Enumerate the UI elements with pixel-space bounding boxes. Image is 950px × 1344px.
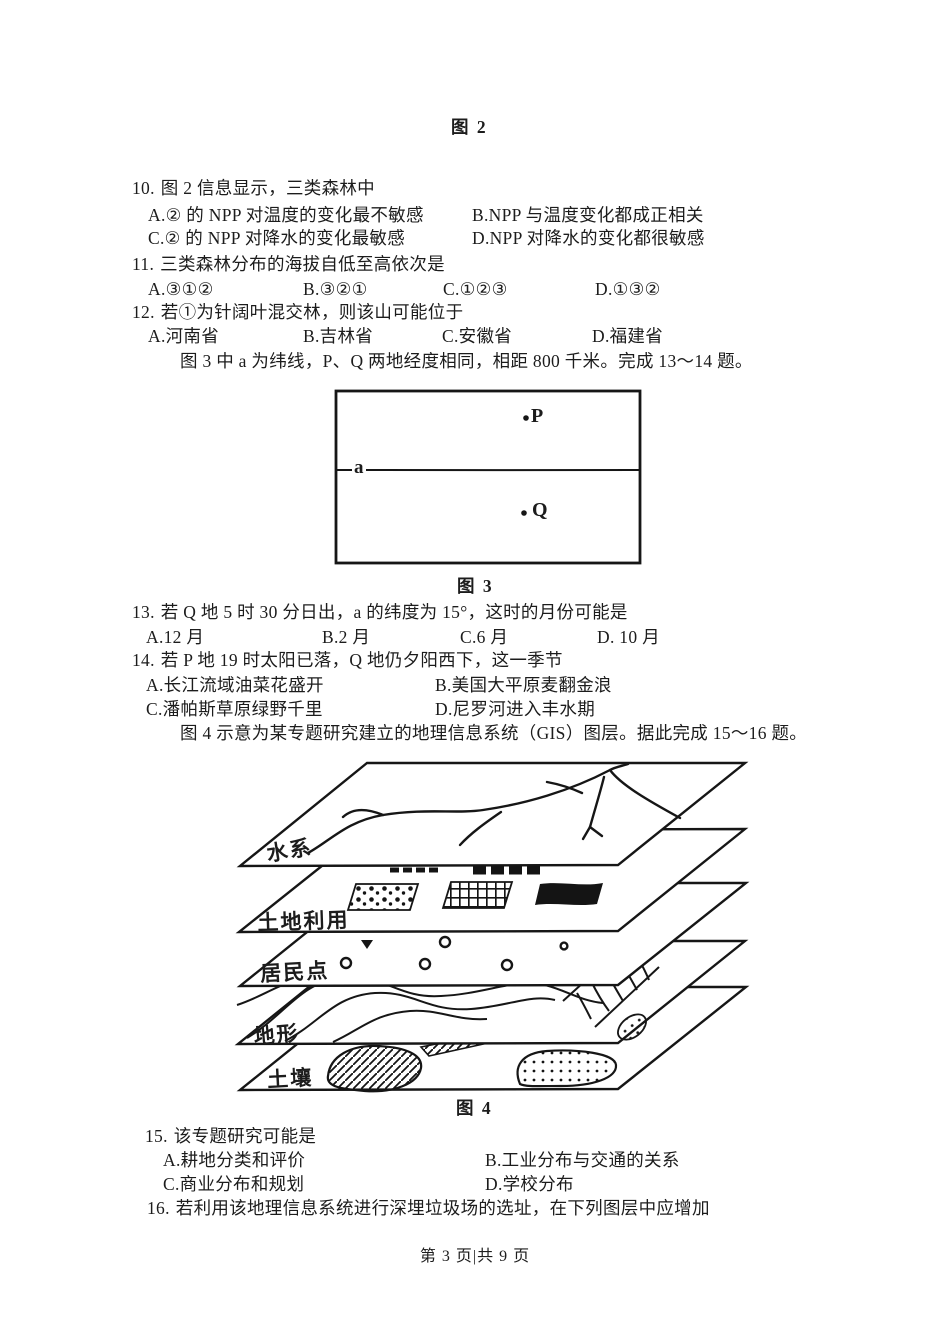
question-15-number: 15.: [145, 1126, 168, 1146]
question-16-number: 16.: [147, 1198, 170, 1218]
question-13-stem: 13.若 Q 地 5 时 30 分日出，a 的纬度为 15°，这时的月份可能是: [132, 602, 628, 622]
fig3-point-q-dot: [521, 510, 527, 516]
q13-option-d: D. 10 月: [597, 627, 660, 647]
q12-option-b: B.吉林省: [303, 326, 374, 346]
fig4-label-landuse: 土地利用: [257, 907, 350, 936]
fig4-settlement-triangle: [361, 940, 373, 949]
question-12-options: A.河南省 B.吉林省 C.安徽省 D.福建省: [0, 324, 950, 348]
q13-option-c: C.6 月: [460, 627, 509, 647]
question-16-stem: 16.若利用该地理信息系统进行深埋垃圾场的选址，在下列图层中应增加: [147, 1198, 710, 1218]
question-11-number: 11.: [132, 254, 155, 274]
q13-option-a: A.12 月: [146, 627, 205, 647]
fig3-point-p-dot: [523, 415, 529, 421]
figure3-caption: 图 3: [457, 576, 494, 596]
figure4-caption: 图 4: [456, 1098, 493, 1118]
figure4-intro: 图 4 示意为某专题研究建立的地理信息系统（GIS）图层。据此完成 15～16 …: [180, 723, 808, 743]
fig3-label-a: a: [352, 457, 366, 479]
fig4-soil-hatched-blob: [326, 1044, 423, 1093]
q12-option-d: D.福建省: [592, 326, 664, 346]
fig3-label-q: Q: [532, 499, 548, 521]
fig3-frame: [334, 389, 642, 565]
q14-option-c: C.潘帕斯草原绿野千里: [146, 699, 323, 719]
fig4-river-lines: [306, 762, 682, 855]
q10-option-a: A.② 的 NPP 对温度的变化最不敏感: [148, 205, 424, 225]
fig4-landuse-grid-field: [441, 881, 514, 909]
q11-option-b: B.③②①: [303, 279, 368, 299]
q15-option-c: C.商业分布和规划: [163, 1174, 305, 1194]
question-14-stem: 14.若 P 地 19 时太阳已落，Q 地仍夕阳西下，这一季节: [132, 650, 563, 670]
fig4-label-soil: 土壤: [266, 1065, 314, 1093]
figure3-diagram: [334, 389, 642, 565]
q11-option-a: A.③①②: [148, 279, 214, 299]
question-13-options: A.12 月 B.2 月 C.6 月 D. 10 月: [0, 625, 950, 649]
fig4-label-terrain: 地形: [252, 1021, 301, 1050]
question-13-number: 13.: [132, 602, 155, 622]
fig4-landuse-dotted-field: [346, 883, 420, 911]
question-14-number: 14.: [132, 650, 155, 670]
question-11-stem: 11.三类森林分布的海拔自低至高依次是: [132, 254, 445, 274]
question-12-stem: 12.若①为针阔叶混交林，则该山可能位于: [132, 302, 464, 322]
fig4-soil-dotted-blob: [516, 1049, 618, 1088]
figure2-caption: 图 2: [451, 117, 488, 137]
fig4-terrain-dotted-patch: [617, 1013, 647, 1041]
figure3-intro: 图 3 中 a 为纬线，P、Q 两地经度相同，相距 800 千米。完成 13～1…: [180, 351, 753, 371]
q14-option-d: D.尼罗河进入丰水期: [435, 699, 596, 719]
q15-option-b: B.工业分布与交通的关系: [485, 1150, 680, 1170]
q13-option-b: B.2 月: [322, 627, 371, 647]
question-12-number: 12.: [132, 302, 155, 322]
question-10-options-cd: C.② 的 NPP 对降水的变化最敏感 D.NPP 对降水的变化都很敏感: [0, 226, 950, 250]
q11-option-c: C.①②③: [443, 279, 508, 299]
question-15-options-cd: C.商业分布和规划 D.学校分布: [0, 1172, 950, 1196]
q14-option-a: A.长江流域油菜花盛开: [146, 675, 324, 695]
question-14-options-ab: A.长江流域油菜花盛开 B.美国大平原麦翻金浪: [0, 673, 950, 697]
q12-option-c: C.安徽省: [442, 326, 513, 346]
q15-option-a: A.耕地分类和评价: [163, 1150, 306, 1170]
fig4-settlement-dots: [339, 935, 569, 972]
question-15-stem: 15.该专题研究可能是: [145, 1126, 317, 1146]
page-number-indicator: 第 3 页|共 9 页: [419, 1248, 531, 1265]
q10-option-c: C.② 的 NPP 对降水的变化最敏感: [148, 228, 406, 248]
fig4-layer-water: [236, 761, 749, 868]
fig3-label-p: P: [531, 405, 544, 427]
question-10-options-ab: A.② 的 NPP 对温度的变化最不敏感 B.NPP 与温度变化都成正相关: [0, 203, 950, 227]
q10-option-b: B.NPP 与温度变化都成正相关: [472, 205, 704, 225]
question-15-options-ab: A.耕地分类和评价 B.工业分布与交通的关系: [0, 1148, 950, 1172]
q12-option-a: A.河南省: [148, 326, 220, 346]
q11-option-d: D.①③②: [595, 279, 661, 299]
question-11-options: A.③①② B.③②① C.①②③ D.①③②: [0, 277, 950, 301]
fig4-label-settlements: 居民点: [259, 958, 330, 987]
question-10-number: 10.: [132, 178, 155, 198]
figure4-diagram: [234, 761, 750, 1093]
q15-option-d: D.学校分布: [485, 1174, 574, 1194]
fig4-water-plane: [236, 761, 749, 868]
fig4-landuse-solid-field: [535, 883, 603, 905]
q14-option-b: B.美国大平原麦翻金浪: [435, 675, 612, 695]
question-10-stem: 10.图 2 信息显示，三类森林中: [132, 178, 375, 198]
q10-option-d: D.NPP 对降水的变化都很敏感: [472, 228, 705, 248]
question-14-options-cd: C.潘帕斯草原绿野千里 D.尼罗河进入丰水期: [0, 697, 950, 721]
